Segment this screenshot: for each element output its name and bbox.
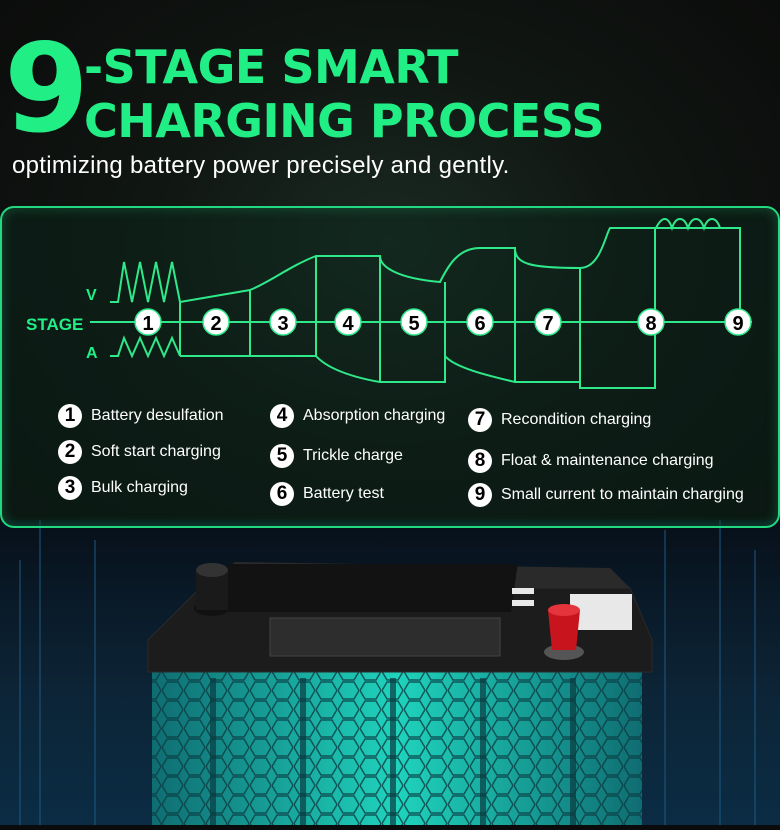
legend-number: 6 [270,482,294,506]
stage-markers: 1 2 3 4 5 6 7 8 9 [134,308,752,336]
legend-number: 8 [468,449,492,473]
stage-marker-2: 2 [202,308,230,336]
stage-marker-6: 6 [466,308,494,336]
stage-number: 7 [542,313,553,335]
legend-item: 3 Bulk charging [58,476,188,500]
legend-label: Float & maintenance charging [501,452,714,469]
stage-number: 3 [277,313,288,335]
legend-number: 5 [270,444,294,468]
legend-item: 2 Soft start charging [58,440,221,464]
legend-item: 6 Battery test [270,482,384,506]
headline-line2: CHARGING PROCESS [84,94,605,148]
headline: -STAGE SMART CHARGING PROCESS [84,40,605,148]
legend-item: 8 Float & maintenance charging [468,449,714,473]
voltage-envelope [179,227,741,322]
legend-item: 4 Absorption charging [270,404,445,428]
v-label: V [86,287,97,304]
stage-marker-3: 3 [269,308,297,336]
current-pulse [110,335,181,359]
stage-label: STAGE [26,315,83,334]
stage-number: 2 [210,313,221,335]
coil-shape [655,218,721,232]
stage-separators [179,228,656,388]
stage-marker-5: 5 [400,308,428,336]
subtitle: optimizing battery power precisely and g… [12,152,510,179]
legend-label: Trickle charge [303,447,403,464]
legend-label: Bulk charging [91,479,188,496]
legend-label: Battery desulfation [91,407,224,424]
legend-label: Battery test [303,485,384,502]
legend-number: 9 [468,483,492,507]
battery-icon [147,562,653,830]
legend-number: 3 [58,476,82,500]
stage-marker-4: 4 [334,308,362,336]
a-label: A [86,345,98,362]
stage-marker-1: 1 [134,308,162,336]
legend-label: Absorption charging [303,407,446,424]
legend-number: 2 [58,440,82,464]
stage-marker-8: 8 [637,308,665,336]
stage-number: 1 [142,313,153,335]
stage-number: 4 [342,313,354,335]
stage-marker-9: 9 [724,308,752,336]
legend-number: 4 [270,404,294,428]
stage-number: 5 [408,313,419,335]
headline-line1: -STAGE SMART [84,40,459,94]
big-number: 9 [4,18,89,160]
legend-label: Soft start charging [91,443,221,460]
light-rays [19,520,756,825]
legend-label: Recondition charging [501,411,652,428]
voltage-pulse [110,261,181,303]
stage-number: 6 [474,313,485,335]
battery-image [140,548,660,830]
legend-item: 5 Trickle charge [270,444,403,468]
legend-item: 7 Recondition charging [468,408,651,432]
charging-diagram: V A STAGE 1 2 3 4 5 6 7 8 9 [26,218,752,389]
legend-number: 1 [58,404,82,428]
stage-number: 9 [732,313,743,335]
legend-item: 9 Small current to maintain charging [468,483,744,507]
diagram-panel [0,206,780,528]
legend-item: 1 Battery desulfation [58,404,224,428]
stage-marker-7: 7 [534,308,562,336]
legend-number: 7 [468,408,492,432]
stage-number: 8 [645,313,656,335]
legend-label: Small current to maintain charging [501,486,744,503]
